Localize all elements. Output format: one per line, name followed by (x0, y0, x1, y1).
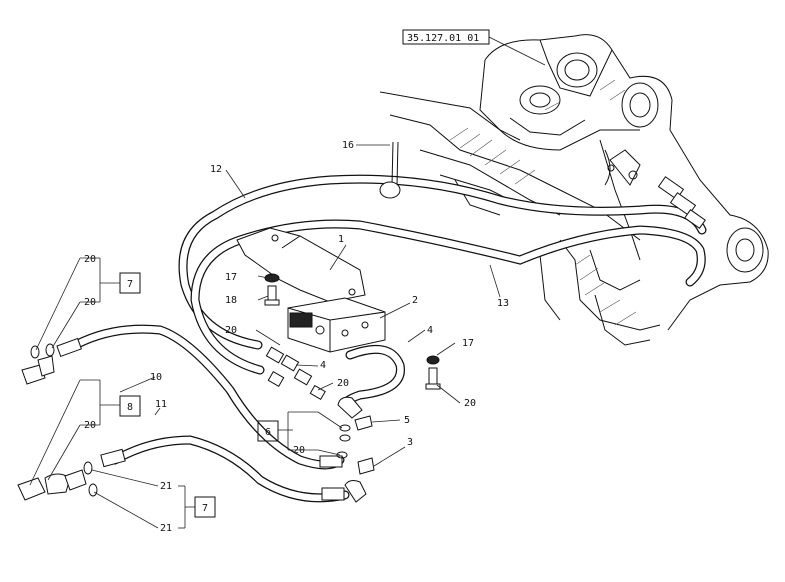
callout-1: 1 (338, 234, 344, 245)
hose-middle-loop (340, 344, 405, 410)
kit-box-7-top: 7 (119, 272, 141, 294)
hose-11 (100, 435, 350, 503)
bolt-16 (264, 285, 280, 306)
callout-11: 11 (155, 399, 167, 410)
kit-box-8: 8 (119, 395, 141, 417)
callout-17-center: 20 (337, 378, 349, 389)
callout-13: 13 (497, 298, 509, 309)
hose-10 (56, 324, 345, 470)
callout-20-right: 20 (293, 445, 305, 456)
callout-4-b: 4 (320, 360, 326, 371)
mounting-plate (236, 227, 366, 303)
reference-label: 35.127.01 01 (407, 33, 479, 44)
callout-3: 3 (407, 437, 413, 448)
reference-box: 35.127.01 01 (402, 29, 546, 66)
leader-lines (29, 144, 501, 529)
callout-5: 5 (404, 415, 410, 426)
valve-fittings (265, 346, 375, 503)
callout-labels: 16 12 1 17 18 2 13 20 4 17 4 10 20 20 11… (84, 140, 509, 534)
washer-15-left (264, 273, 280, 283)
callout-20-top-a: 20 (84, 254, 96, 265)
hose-12-upper (178, 174, 707, 350)
callout-17-right: 20 (464, 398, 476, 409)
left-fitting-upper (21, 343, 55, 385)
left-fitting-lower (17, 461, 98, 501)
callout-16: 18 (225, 295, 237, 306)
callout-12: 12 (210, 164, 222, 175)
callout-15-right: 17 (462, 338, 474, 349)
cable-tie-14 (379, 141, 401, 199)
callout-15-left: 17 (225, 272, 237, 283)
kit-box-7-top-label: 7 (127, 279, 133, 290)
small-seals (336, 424, 351, 459)
washer-15-right (425, 355, 441, 390)
callout-18: 20 (225, 325, 237, 336)
kit-box-7-bottom: 7 (194, 496, 216, 518)
hose-fitting-right (657, 176, 706, 229)
callout-2: 2 (412, 295, 418, 306)
callout-14: 16 (342, 140, 354, 151)
hose-13-upper (190, 219, 706, 375)
callout-10: 10 (150, 372, 162, 383)
callout-4-a: 4 (427, 325, 433, 336)
kit-box-7-bottom-label: 7 (202, 503, 208, 514)
control-valve (287, 297, 386, 353)
kit-box-6-label: 6 (265, 427, 271, 438)
callout-20-left: 20 (84, 420, 96, 431)
kit-box-6: 6 (257, 420, 279, 442)
callout-20-bottom-a: 21 (160, 481, 172, 492)
kit-box-8-label: 8 (127, 402, 133, 413)
callout-20-top-b: 20 (84, 297, 96, 308)
callout-20-bottom-b: 21 (160, 523, 172, 534)
